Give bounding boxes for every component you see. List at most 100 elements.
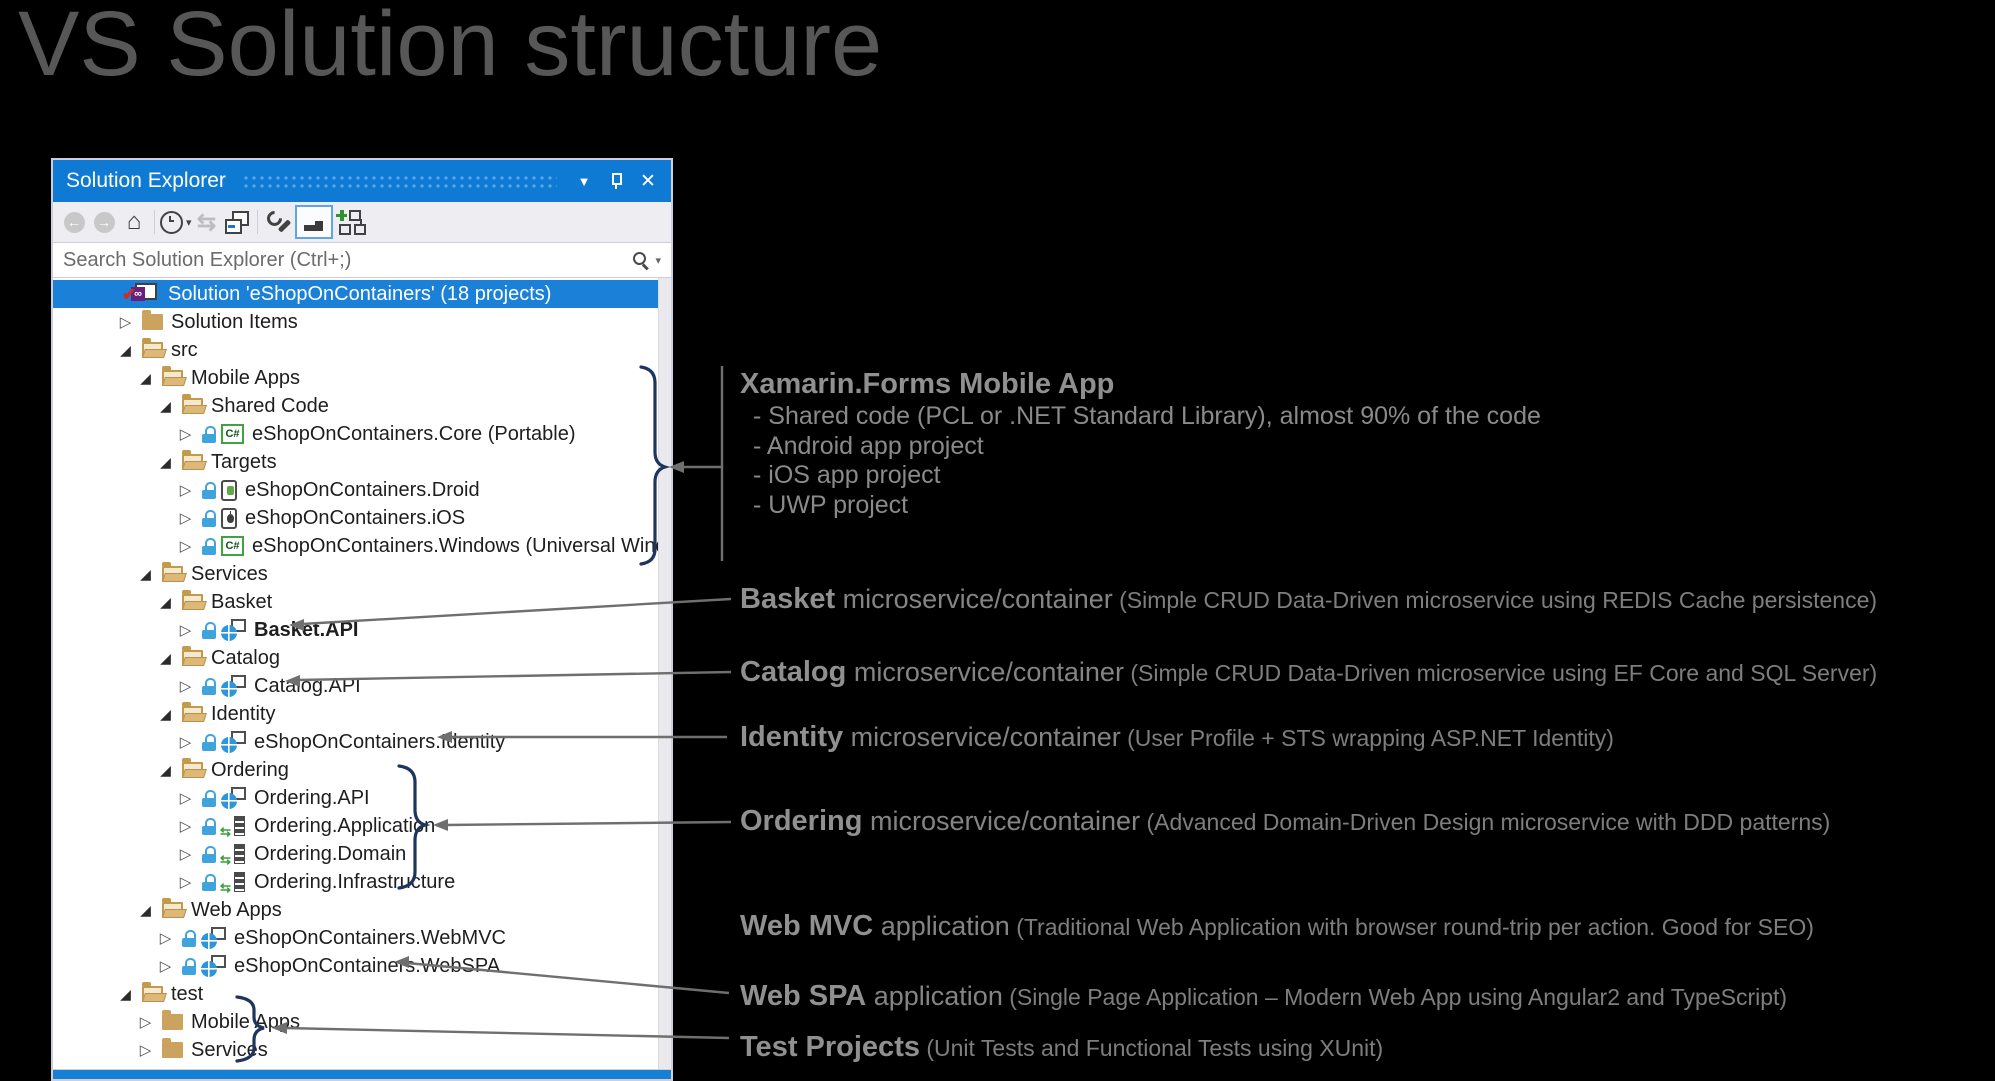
search-icon[interactable] — [631, 250, 651, 270]
tree-row[interactable]: ✔∞Solution 'eShopOnContainers' (18 proje… — [53, 280, 658, 308]
pending-changes-filter-button[interactable]: ▾ — [160, 206, 192, 238]
hierarchy-plus-icon — [336, 209, 367, 235]
tree-row[interactable]: ◢Services — [53, 560, 658, 588]
tree-row[interactable]: ▷eShopOnContainers.Droid — [53, 476, 658, 504]
window-position-button[interactable]: ▼ — [571, 168, 597, 194]
expanded-arrow-icon[interactable]: ◢ — [160, 761, 171, 778]
vs-logo-icon: ∞ — [131, 287, 145, 301]
back-icon: ← — [63, 211, 85, 233]
tree-row[interactable]: ◢Targets — [53, 448, 658, 476]
tree-item-label: eShopOnContainers.Windows (Universal Win… — [252, 534, 658, 557]
properties-button[interactable] — [263, 206, 293, 238]
expanded-arrow-icon[interactable]: ◢ — [160, 649, 171, 666]
tree-row[interactable]: ◢Identity — [53, 700, 658, 728]
chevron-down-icon: ▼ — [577, 173, 591, 189]
search-input[interactable] — [53, 248, 632, 272]
collapsed-arrow-icon[interactable]: ▷ — [179, 734, 192, 751]
tree-row[interactable]: ▷eShopOnContainers.WebMVC — [53, 924, 658, 952]
collapsed-arrow-icon[interactable]: ▷ — [179, 482, 192, 499]
tree-row[interactable]: ◢Catalog — [53, 644, 658, 672]
forward-button[interactable]: → — [89, 206, 119, 238]
vertical-scrollbar[interactable] — [658, 278, 671, 1069]
expanded-arrow-icon[interactable]: ◢ — [140, 565, 151, 582]
sync-with-active-document-button[interactable]: ⇆ — [192, 206, 222, 238]
close-button[interactable]: ✕ — [635, 168, 661, 194]
expanded-arrow-icon[interactable]: ◢ — [120, 341, 131, 358]
tree-row[interactable]: ▷Basket.API — [53, 616, 658, 644]
collapsed-arrow-icon[interactable]: ▷ — [179, 846, 192, 863]
expanded-arrow-icon[interactable]: ◢ — [140, 369, 151, 386]
panel-titlebar[interactable]: Solution Explorer ▼ ✕ — [53, 160, 671, 202]
collapsed-arrow-icon[interactable]: ▷ — [179, 510, 192, 527]
tree-item-label: Mobile Apps — [191, 1010, 300, 1033]
new-graph-button[interactable] — [335, 206, 367, 238]
annotation-detail: (Unit Tests and Functional Tests using X… — [919, 1035, 1384, 1061]
clock-icon — [160, 210, 183, 234]
tree-row[interactable]: ◢Basket — [53, 588, 658, 616]
annotation-type-label: microservice/container — [846, 657, 1124, 687]
tree-row[interactable]: ◢test — [53, 980, 658, 1008]
collapsed-arrow-icon[interactable]: ▷ — [179, 678, 192, 695]
collapsed-arrow-icon[interactable]: ▷ — [179, 790, 192, 807]
collapsed-arrow-icon[interactable]: ▷ — [139, 1014, 152, 1031]
auto-hide-button[interactable] — [603, 168, 629, 194]
tree-row[interactable]: ▷C#eShopOnContainers.Windows (Universal … — [53, 532, 658, 560]
tree-row[interactable]: ▷eShopOnContainers.WebSPA — [53, 952, 658, 980]
open-folder-icon — [162, 366, 183, 386]
collapsed-arrow-icon[interactable]: ▷ — [179, 818, 192, 835]
lock-icon — [202, 621, 216, 639]
expanded-arrow-icon[interactable]: ◢ — [160, 453, 171, 470]
csharp-project-icon: C# — [221, 424, 244, 444]
tree-row[interactable]: ◢ Ordering — [53, 756, 658, 784]
tree-row[interactable]: ▷⇆Ordering.Application — [53, 812, 658, 840]
annotation-detail: (Simple CRUD Data-Driven microservice us… — [1112, 587, 1878, 613]
expanded-arrow-icon[interactable]: ◢ — [160, 397, 171, 414]
expanded-arrow-icon[interactable]: ◢ — [140, 901, 151, 918]
search-dropdown-icon[interactable]: ▾ — [655, 254, 661, 267]
lock-icon — [202, 481, 216, 499]
collapsed-arrow-icon[interactable]: ▷ — [179, 622, 192, 639]
lock-icon — [182, 929, 196, 947]
tree-row[interactable]: ▷ C# eShopOnContainers.Core (Portable) — [53, 420, 658, 448]
expanded-arrow-icon[interactable]: ◢ — [120, 985, 131, 1002]
tree-row[interactable]: ◢Mobile Apps — [53, 364, 658, 392]
tree-row[interactable]: ▷⇆Ordering.Infrastructure — [53, 868, 658, 896]
tree-row[interactable]: ▷eShopOnContainers.iOS — [53, 504, 658, 532]
open-folder-icon — [182, 394, 203, 414]
show-all-files-button[interactable] — [294, 205, 333, 239]
tree-row[interactable]: ▷Services — [53, 1036, 658, 1064]
open-folder-icon — [142, 338, 163, 358]
collapsed-arrow-icon[interactable]: ▷ — [119, 314, 132, 331]
tree-row[interactable]: ▷ Mobile Apps — [53, 1008, 658, 1036]
collapsed-arrow-icon[interactable]: ▷ — [159, 930, 172, 947]
tree-row[interactable]: ▷Ordering.API — [53, 784, 658, 812]
tree-row[interactable]: ▷eShopOnContainers.Identity — [53, 728, 658, 756]
tree-row[interactable]: ◢Shared Code — [53, 392, 658, 420]
tree-row[interactable]: ◢Web Apps — [53, 896, 658, 924]
tree-item-label: Ordering — [211, 758, 289, 781]
collapsed-arrow-icon[interactable]: ▷ — [159, 958, 172, 975]
collapsed-arrow-icon[interactable]: ▷ — [179, 874, 192, 891]
tree-row[interactable]: ▷Solution Items — [53, 308, 658, 336]
tree-row[interactable]: ◢src — [53, 336, 658, 364]
toolbar-separator — [256, 210, 258, 234]
sync-icon: ⇆ — [196, 208, 217, 235]
tree-row[interactable]: ▷⇆Ordering.Domain — [53, 840, 658, 868]
tree-row[interactable]: ▷Catalog.API — [53, 672, 658, 700]
annotation-heading: Xamarin.Forms Mobile App — [740, 368, 1115, 400]
collapsed-arrow-icon[interactable]: ▷ — [139, 1042, 152, 1059]
collapse-all-button[interactable] — [222, 206, 252, 238]
expanded-arrow-icon[interactable]: ◢ — [160, 593, 171, 610]
collapsed-arrow-icon[interactable]: ▷ — [179, 426, 192, 443]
web-project-icon — [221, 787, 246, 809]
closed-folder-icon — [162, 1038, 183, 1058]
home-button[interactable]: ⌂ — [119, 206, 149, 238]
collapsed-arrow-icon[interactable]: ▷ — [179, 538, 192, 555]
tree-item-label: eShopOnContainers.Core (Portable) — [252, 422, 576, 445]
web-project-icon — [221, 675, 246, 697]
collapse-all-icon — [224, 210, 249, 234]
expanded-arrow-icon[interactable]: ◢ — [160, 705, 171, 722]
annotation-bullet: - iOS app project — [753, 461, 941, 489]
lock-icon — [202, 537, 216, 555]
back-button[interactable]: ← — [59, 206, 89, 238]
